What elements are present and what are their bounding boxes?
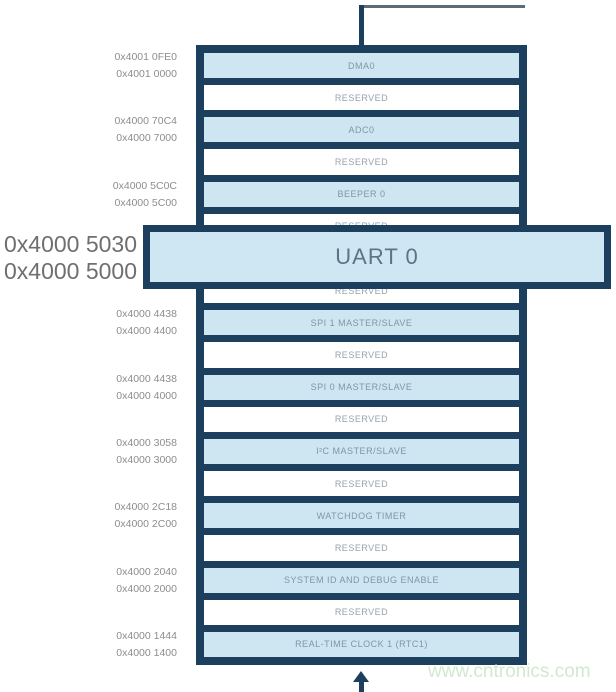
memory-block-label: RESERVED <box>334 92 389 103</box>
address-low: 0x4000 1400 <box>116 646 177 659</box>
memory-block-reserved: RESERVED <box>204 599 519 625</box>
address-low: 0x4000 3000 <box>116 454 177 467</box>
address-high: 0x4000 4438 <box>116 308 177 321</box>
memory-block-label: RESERVED <box>334 285 389 296</box>
address-high: 0x4000 1444 <box>116 629 177 642</box>
address-low: 0x4000 7000 <box>116 132 177 145</box>
address-label: 0x4000 4438 0x4000 4400 <box>116 308 177 337</box>
address-low: 0x4000 2C00 <box>114 518 177 531</box>
memory-block-label: BEEPER 0 <box>337 189 386 200</box>
memory-block-reserved: RESERVED <box>204 342 519 368</box>
address-low: 0x4000 5C00 <box>114 196 177 209</box>
up-arrow-icon <box>353 671 370 692</box>
memory-block-label: SPI 1 MASTER/SLAVE <box>310 317 413 328</box>
uart0-highlight-block: UART 0 <box>143 225 611 289</box>
memory-block-label: RESERVED <box>334 349 389 360</box>
memory-block-spi-0-master-slave: SPI 0 MASTER/SLAVE 0x4000 4438 0x4000 4000 <box>116 373 519 402</box>
memory-block-label: RESERVED <box>334 607 389 618</box>
up-arrow-head <box>353 671 369 682</box>
address-high: 0x4000 4438 <box>116 372 177 385</box>
memory-block-label: WATCHDOG TIMER <box>316 510 407 521</box>
address-label: 0x4000 1444 0x4000 1400 <box>116 630 177 659</box>
memory-block-label: RESERVED <box>334 157 389 168</box>
address-label: 0x4000 2040 0x4000 2000 <box>116 566 177 595</box>
memory-block-label: SYSTEM ID AND DEBUG ENABLE <box>283 575 440 586</box>
uart0-label: UART 0 <box>335 244 419 269</box>
address-label: 0x4000 5C0C 0x4000 5C00 <box>113 180 177 209</box>
memory-block-reserved: RESERVED <box>204 535 519 561</box>
memory-block-spi-1-master-slave: SPI 1 MASTER/SLAVE 0x4000 4438 0x4000 4400 <box>116 308 519 337</box>
memory-block-reserved: RESERVED <box>204 406 519 432</box>
address-label: 0x4000 4438 0x4000 4000 <box>116 373 177 402</box>
address-label: 0x4000 70C4 0x4000 7000 <box>115 115 177 144</box>
memory-block-label: I²C MASTER/SLAVE <box>316 446 407 457</box>
uart0-address-low: 0x4000 5000 <box>4 258 138 284</box>
address-low: 0x4000 4400 <box>116 325 177 338</box>
address-low: 0x4000 2000 <box>116 582 177 595</box>
uart0-address-label: 0x4000 5030 0x4000 5000 <box>4 231 137 285</box>
memory-block-beeper-0: BEEPER 0 0x4000 5C0C 0x4000 5C00 <box>113 180 519 209</box>
address-high: 0x4000 70C4 <box>114 115 177 128</box>
address-high: 0x4000 5C0C <box>112 179 177 192</box>
memory-block-reserved: RESERVED <box>204 149 519 175</box>
memory-block-label: SPI 0 MASTER/SLAVE <box>310 382 413 393</box>
uart0-address-high: 0x4000 5030 <box>4 231 138 257</box>
memory-block-i-c-master-slave: I²C MASTER/SLAVE 0x4000 3058 0x4000 3000 <box>116 437 519 466</box>
address-high: 0x4000 2040 <box>116 565 177 578</box>
memory-block-watchdog-timer: WATCHDOG TIMER 0x4000 2C18 0x4000 2C00 <box>115 501 519 530</box>
memory-block-label: REAL-TIME CLOCK 1 (RTC1) <box>295 639 428 650</box>
memory-block-dma0: DMA0 0x4001 0FE0 0x4001 0000 <box>115 51 519 80</box>
address-label: 0x4000 2C18 0x4000 2C00 <box>115 501 177 530</box>
connector-line-vertical <box>359 5 364 46</box>
watermark: www.cntronics.com <box>428 661 591 682</box>
address-high: 0x4000 3058 <box>116 436 177 449</box>
address-high: 0x4000 2C18 <box>114 501 177 514</box>
memory-block-label: DMA0 <box>347 60 375 71</box>
address-label: 0x4000 3058 0x4000 3000 <box>116 437 177 466</box>
address-low: 0x4000 4000 <box>116 389 177 402</box>
memory-block-label: RESERVED <box>334 542 389 553</box>
memory-block-label: ADC0 <box>348 124 375 135</box>
up-arrow-stem <box>359 681 364 692</box>
memory-block-label: RESERVED <box>334 478 389 489</box>
memory-block-label: RESERVED <box>334 414 389 425</box>
memory-block-adc0: ADC0 0x4000 70C4 0x4000 7000 <box>115 115 519 144</box>
address-label: 0x4001 0FE0 0x4001 0000 <box>115 51 177 80</box>
address-low: 0x4001 0000 <box>116 68 177 81</box>
memory-block-reserved: RESERVED <box>204 85 519 111</box>
address-high: 0x4001 0FE0 <box>114 51 177 63</box>
connector-line-horizontal <box>359 5 525 8</box>
memory-block-reserved: RESERVED <box>204 471 519 497</box>
